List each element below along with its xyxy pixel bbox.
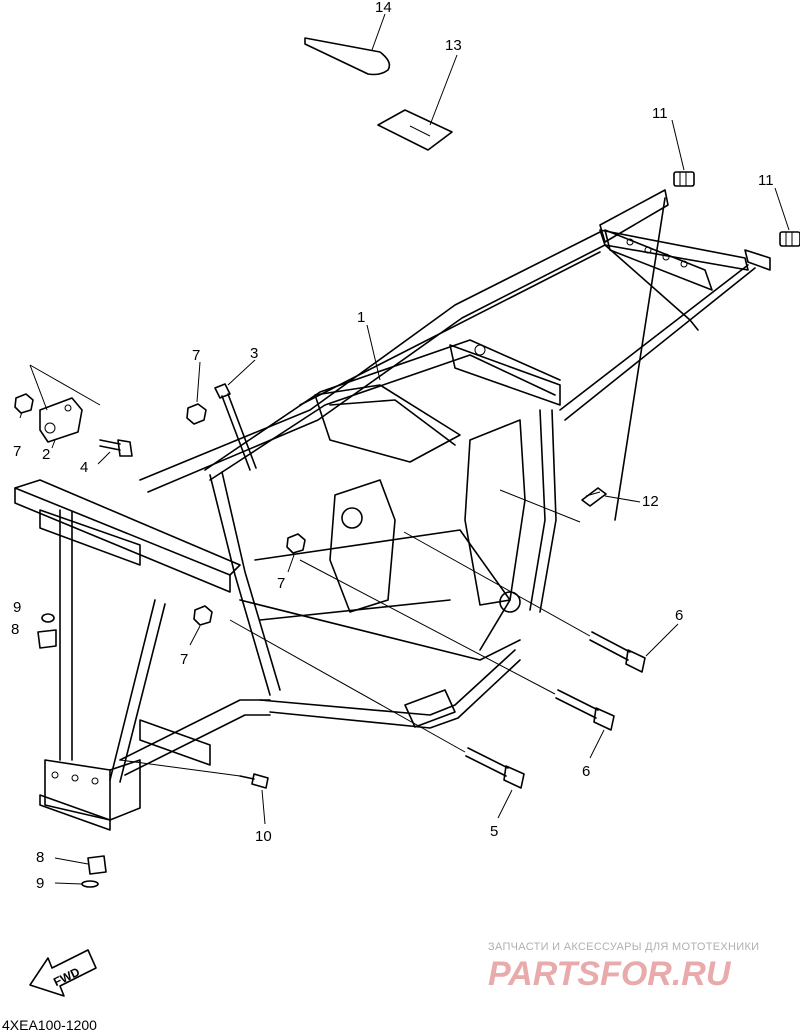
leader-2a bbox=[29, 364, 48, 411]
leader-8b bbox=[54, 857, 89, 865]
leader-6a-axis bbox=[403, 531, 591, 637]
part-7-nut-center bbox=[286, 533, 306, 554]
callout-11a: 11 bbox=[652, 105, 668, 122]
leader-10-axis bbox=[119, 759, 241, 777]
callout-7a: 7 bbox=[192, 347, 200, 364]
leader-2 bbox=[51, 439, 56, 449]
watermark-tagline: ЗАПЧАСТИ И АКСЕССУАРЫ ДЛЯ МОТОТЕХНИКИ bbox=[488, 941, 759, 953]
callout-7b: 7 bbox=[13, 443, 21, 460]
callout-7d: 7 bbox=[180, 651, 188, 668]
fwd-label: FWD bbox=[51, 965, 82, 990]
callout-10: 10 bbox=[255, 828, 272, 845]
fwd-arrow-icon: FWD bbox=[29, 949, 97, 997]
callout-11b: 11 bbox=[758, 172, 774, 189]
part-2-bracket bbox=[39, 397, 83, 443]
part-14-label bbox=[304, 37, 391, 76]
callout-2: 2 bbox=[42, 446, 50, 463]
leader-12b bbox=[499, 489, 581, 523]
leader-5-axis bbox=[229, 619, 466, 753]
part-8-grommet-upper bbox=[37, 629, 57, 649]
leader-6b bbox=[589, 729, 605, 759]
part-9-washer-upper bbox=[41, 613, 55, 623]
leader-2b bbox=[29, 364, 101, 406]
leader-13 bbox=[429, 54, 458, 126]
callout-8b: 8 bbox=[36, 849, 44, 866]
leader-6a bbox=[645, 623, 679, 657]
callout-9a: 9 bbox=[13, 599, 21, 616]
callout-14: 14 bbox=[375, 0, 392, 16]
leader-7a bbox=[196, 361, 201, 403]
callout-5: 5 bbox=[490, 823, 498, 840]
leader-11a bbox=[671, 119, 685, 171]
leader-5 bbox=[497, 789, 513, 819]
callout-6a: 6 bbox=[675, 607, 683, 624]
part-4-bolt bbox=[99, 439, 133, 457]
part-12-clip bbox=[581, 487, 607, 507]
part-1-frame bbox=[14, 189, 771, 831]
callout-13: 13 bbox=[445, 37, 462, 54]
leader-9b bbox=[54, 882, 83, 885]
leader-6b-axis bbox=[299, 559, 556, 695]
part-3-bolt bbox=[214, 383, 257, 471]
leader-14 bbox=[371, 13, 386, 51]
callout-6b: 6 bbox=[582, 763, 590, 780]
part-6-bolt-upper bbox=[589, 631, 646, 673]
callout-3: 3 bbox=[250, 345, 258, 362]
part-9-washer-lower bbox=[81, 880, 99, 888]
leader-7c bbox=[287, 554, 295, 573]
drawing-code: 4XEA100-1200 bbox=[2, 1017, 97, 1033]
part-10-screw bbox=[239, 773, 269, 789]
part-8-grommet-lower bbox=[87, 855, 107, 875]
callout-4: 4 bbox=[80, 459, 88, 476]
part-7-nut-lower bbox=[193, 605, 213, 626]
callout-7c: 7 bbox=[277, 575, 285, 592]
leader-3 bbox=[227, 359, 256, 386]
part-7-nut-top bbox=[186, 403, 207, 425]
leader-11b bbox=[774, 187, 790, 231]
callout-1: 1 bbox=[357, 309, 365, 326]
part-11-cap-left bbox=[673, 171, 695, 187]
part-11-cap-right bbox=[779, 231, 800, 247]
leader-1 bbox=[366, 324, 381, 381]
callout-9b: 9 bbox=[36, 875, 44, 892]
leader-12 bbox=[604, 495, 641, 503]
part-7-nut-left bbox=[14, 393, 34, 414]
watermark-brand: PARTSFOR.RU bbox=[488, 955, 732, 993]
leader-7b bbox=[19, 411, 23, 419]
part-13-plate bbox=[377, 109, 453, 151]
leader-10 bbox=[261, 789, 266, 825]
callout-12: 12 bbox=[642, 493, 659, 510]
leader-4 bbox=[97, 451, 111, 465]
leader-7d bbox=[189, 625, 201, 646]
callout-8a: 8 bbox=[11, 621, 19, 638]
part-6-bolt-lower bbox=[555, 689, 615, 731]
part-5-bolt bbox=[465, 747, 525, 789]
